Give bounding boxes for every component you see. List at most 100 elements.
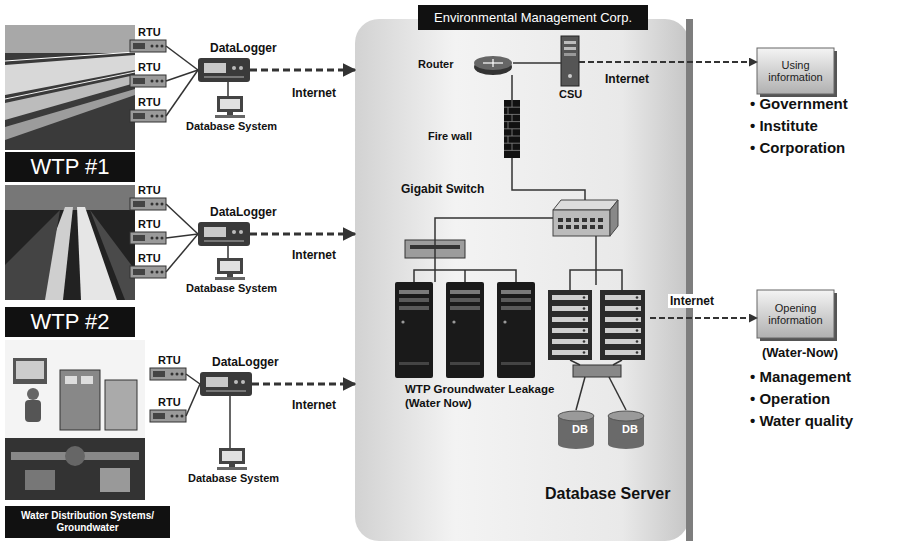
node-label: WTP #1 <box>5 152 135 182</box>
firewall-icon: Fire wall <box>504 100 520 158</box>
connector <box>227 82 229 96</box>
node-label: RTU <box>158 354 181 366</box>
node-label: Database System <box>188 472 279 484</box>
node-label: Fire wall <box>428 130 472 142</box>
connector <box>166 234 198 238</box>
region-title: Environmental Management Corp. <box>418 5 648 30</box>
info-bullet: • Operation <box>750 390 830 407</box>
connector <box>435 218 553 282</box>
site-photo <box>5 25 135 150</box>
node-label: Water Distribution Systems/ Groundwater <box>5 506 170 538</box>
csu-unit-shape <box>561 36 579 86</box>
database-cylinder: DB <box>556 410 604 450</box>
datalogger-device-shape <box>198 58 250 82</box>
info-box: Using information <box>757 48 834 94</box>
rtu-device: RTU <box>130 198 166 210</box>
connector <box>650 317 757 319</box>
node-label: Database System <box>186 120 277 132</box>
info-box: Opening information <box>757 290 834 338</box>
node-label: RTU <box>138 26 161 38</box>
rtu-device-shape <box>150 368 186 380</box>
rtu-device-shape <box>130 232 166 244</box>
node-label: RTU <box>138 184 161 196</box>
node-label: DB <box>606 423 654 435</box>
connector <box>579 61 757 63</box>
node-label: DataLogger <box>212 355 279 369</box>
database-system-pc: Database System <box>213 258 247 280</box>
connector <box>227 246 229 258</box>
info-bullet: • Government <box>750 95 848 112</box>
connector <box>252 383 355 386</box>
node-label: Database System <box>186 282 277 294</box>
connector <box>595 236 597 285</box>
connector <box>166 234 198 272</box>
database-cylinder: DB <box>606 410 654 450</box>
connector <box>166 70 198 81</box>
node-label: Opening information <box>760 290 831 338</box>
rtu-device-shape <box>130 40 166 52</box>
edge-label: Internet <box>292 248 336 262</box>
edge-label: Internet <box>668 294 716 308</box>
gigabit-switch-shape <box>553 200 618 236</box>
info-bullet: • Management <box>750 368 851 385</box>
node-label: RTU <box>138 96 161 108</box>
rtu-device: RTU <box>150 410 186 422</box>
router-icon-shape <box>473 55 513 75</box>
info-bullet: • Institute <box>750 117 818 134</box>
connector <box>512 158 585 200</box>
database-system-pc-shape <box>213 258 247 280</box>
gigabit-switch: Gigabit Switch <box>553 200 618 236</box>
connector <box>250 69 355 72</box>
node-label: CSU <box>559 88 582 100</box>
database-system-pc: Database System <box>215 448 249 470</box>
info-bullet: • Water quality <box>750 412 853 429</box>
rtu-device: RTU <box>130 40 166 52</box>
rtu-device: RTU <box>130 110 166 122</box>
node-label: Database Server <box>545 485 670 503</box>
database-server-group: Database ServerDBDB <box>545 285 650 455</box>
connector <box>229 396 231 448</box>
datalogger-device: DataLogger <box>198 58 250 82</box>
datalogger-device: DataLogger <box>200 372 252 396</box>
csu-unit: CSU <box>561 36 579 86</box>
rtu-device-shape <box>130 75 166 87</box>
site-panel: WTP #1 <box>5 25 135 182</box>
connector <box>186 374 200 384</box>
connector <box>166 46 198 70</box>
node-label: Router <box>418 58 453 70</box>
connector <box>186 384 200 416</box>
connector <box>166 70 198 116</box>
rtu-device-shape <box>130 110 166 122</box>
rtu-device: RTU <box>130 232 166 244</box>
router-icon: Router <box>473 55 513 75</box>
database-system-pc-shape <box>215 448 249 470</box>
datalogger-device: DataLogger <box>198 222 250 246</box>
rtu-device: RTU <box>130 266 166 278</box>
connector <box>166 204 198 234</box>
connector <box>250 233 355 236</box>
node-label: WTP Groundwater Leakage (Water Now) <box>405 382 555 410</box>
node-label: Gigabit Switch <box>401 182 484 196</box>
site-panel: Water Distribution Systems/ Groundwater <box>5 340 170 538</box>
server-group-shape <box>395 282 535 378</box>
database-system-pc: Database System <box>213 96 247 118</box>
node-label: RTU <box>138 252 161 264</box>
datalogger-device-shape <box>200 372 252 396</box>
node-label: RTU <box>138 61 161 73</box>
connector <box>511 75 513 100</box>
node-label: DataLogger <box>210 205 277 219</box>
firewall-icon-shape <box>504 100 520 158</box>
node-label: WTP #2 <box>5 307 135 337</box>
database-system-pc-shape <box>213 96 247 118</box>
rtu-device: RTU <box>150 368 186 380</box>
info-bullet: • Corporation <box>750 139 845 156</box>
datalogger-device-shape <box>198 222 250 246</box>
edge-label: Internet <box>292 398 336 412</box>
site-photo <box>5 185 135 300</box>
node-label: Using information <box>760 48 831 94</box>
node-label: RTU <box>158 396 181 408</box>
connector <box>513 62 561 64</box>
edge-label: Internet <box>605 72 649 86</box>
server-group: WTP Groundwater Leakage (Water Now) <box>395 282 535 378</box>
